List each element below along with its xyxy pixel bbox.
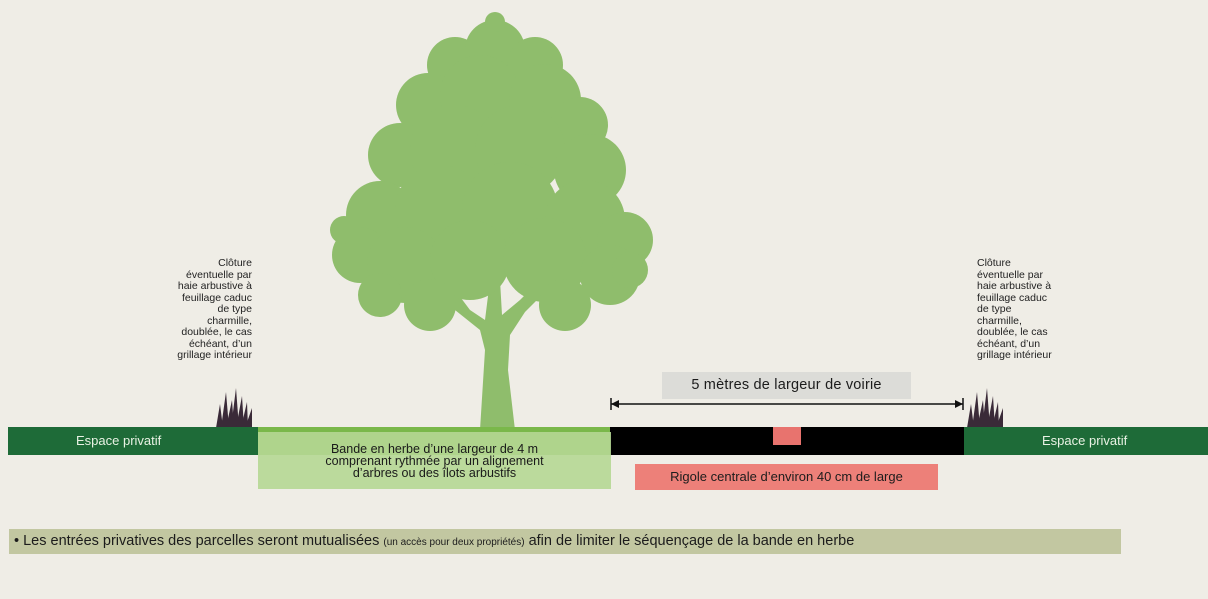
gutter-label-box	[635, 464, 938, 490]
private-space-label-right: Espace privatif	[1042, 433, 1128, 448]
note-part-2: afin de limiter le séquençage de la band…	[528, 533, 855, 549]
note-bullet: •	[14, 533, 20, 549]
tree-icon	[330, 12, 653, 430]
note-part-1: Les entrées privatives des parcelles ser…	[23, 533, 380, 549]
road-width-label-box	[662, 372, 911, 399]
fence-note-right: Clôture éventuelle par haie arbustive à …	[977, 257, 1052, 361]
fence-note-left: Clôture éventuelle par haie arbustive à …	[177, 257, 252, 361]
gutter-label: Rigole centrale d’environ 40 cm de large	[670, 469, 903, 484]
private-space-label-left: Espace privatif	[76, 433, 162, 448]
note-text: • Les entrées privatives des parcelles s…	[14, 529, 854, 555]
note-bar	[9, 529, 1121, 554]
private-space-strip-left	[8, 427, 258, 455]
note-small: (un accès pour deux propriétés)	[383, 537, 525, 548]
road-width-label: 5 mètres de largeur de voirie	[691, 377, 882, 393]
grass-tuft-icon	[967, 388, 1003, 428]
gutter-mark	[773, 427, 801, 445]
private-space-strip-right	[964, 427, 1208, 455]
dimension-arrow	[610, 398, 964, 410]
grass-band-box	[258, 432, 611, 489]
grass-band-label: Bande en herbe d’une largeur de 4 m comp…	[325, 442, 544, 480]
grass-tuft-icon	[216, 388, 252, 428]
